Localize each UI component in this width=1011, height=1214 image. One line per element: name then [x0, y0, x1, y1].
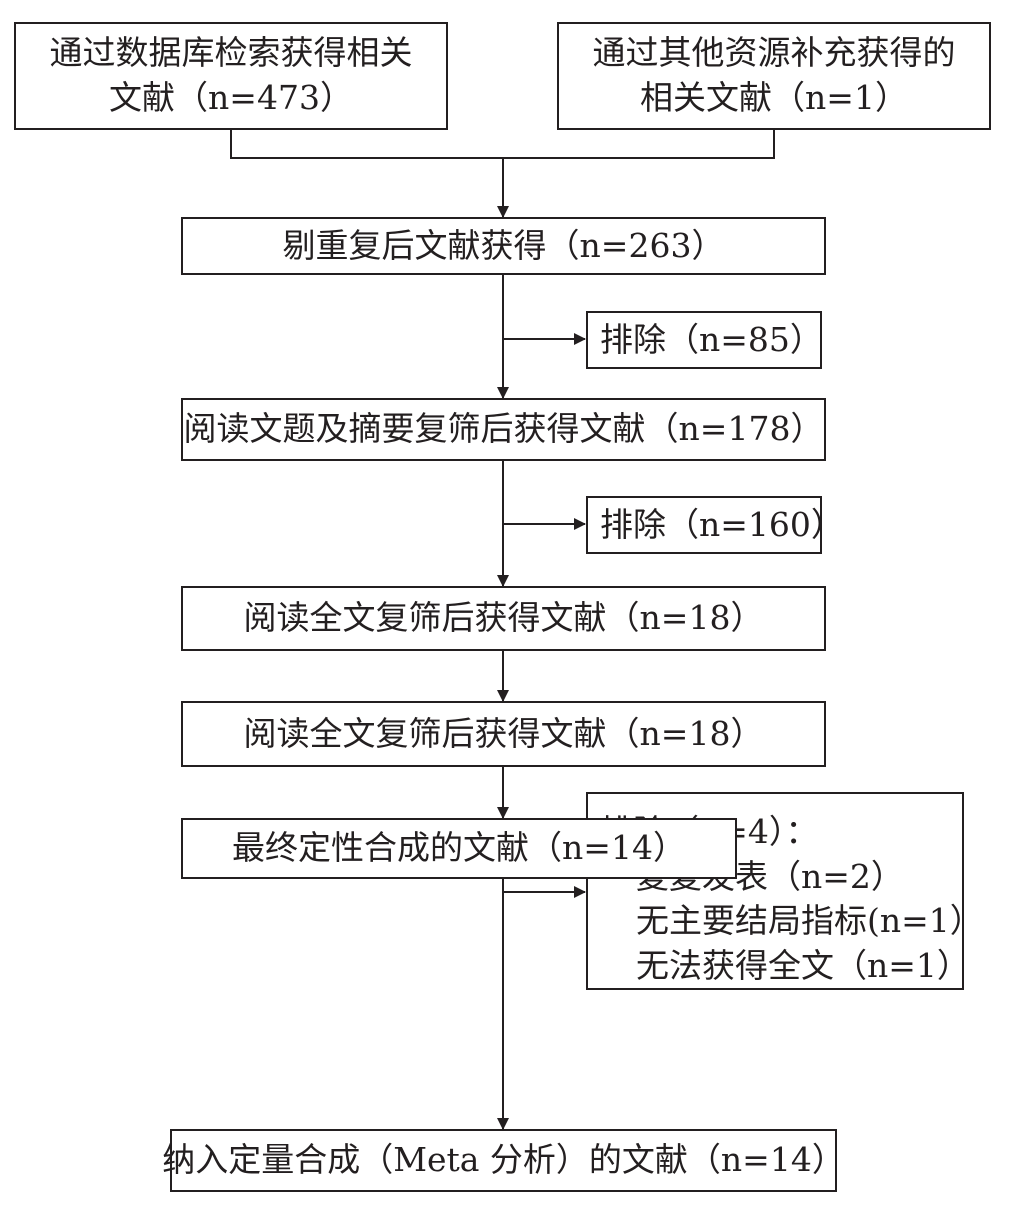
box-fulltext-screen-1: 阅读全文复筛后获得文献（n=18）: [181, 586, 826, 651]
box-qualitative-synthesis: 最终定性合成的文献（n=14）: [181, 818, 737, 879]
box-meta-analysis: 纳入定量合成（Meta 分析）的文献（n=14）: [162, 1129, 845, 1192]
box-database-search-line2: 文献（n=473）: [109, 78, 353, 117]
box-after-dedup-text: 剔重复后文献获得（n=263）: [282, 225, 725, 265]
box-fulltext-screen-1-text: 阅读全文复筛后获得文献（n=18）: [243, 598, 764, 638]
box-title-abstract-screen-text: 阅读文题及摘要复筛后获得文献（n=178）: [183, 409, 824, 449]
box-exclude-1-text: 排除（n=85）: [600, 319, 823, 359]
box-fulltext-screen-2: 阅读全文复筛后获得文献（n=18）: [181, 701, 826, 767]
box-after-dedup: 剔重复后文献获得（n=263）: [181, 217, 826, 275]
box-exclude-1: 排除（n=85）: [586, 311, 823, 369]
box-other-sources-line2: 相关文献（n=1）: [640, 78, 908, 117]
box-fulltext-screen-2-text: 阅读全文复筛后获得文献（n=18）: [243, 713, 764, 753]
merge-connector: [230, 129, 775, 159]
box-other-sources-line1: 通过其他资源补充获得的: [592, 33, 956, 73]
exclude-reason-item: 无法获得全文（n=1）: [636, 945, 970, 985]
box-exclude-2-text: 排除（n=160）: [600, 504, 844, 544]
box-database-search-line1: 通过数据库检索获得相关: [49, 33, 413, 73]
box-qualitative-synthesis-text: 最终定性合成的文献（n=14）: [232, 828, 686, 868]
box-title-abstract-screen: 阅读文题及摘要复筛后获得文献（n=178）: [181, 398, 826, 461]
exclude-reason-item: 无主要结局指标(n=1）: [636, 901, 983, 941]
box-other-sources: 通过其他资源补充获得的 相关文献（n=1）: [557, 22, 991, 130]
box-exclude-2: 排除（n=160）: [586, 496, 844, 554]
box-database-search: 通过数据库检索获得相关 文献（n=473）: [14, 22, 448, 130]
box-meta-analysis-text: 纳入定量合成（Meta 分析）的文献（n=14）: [162, 1140, 845, 1180]
